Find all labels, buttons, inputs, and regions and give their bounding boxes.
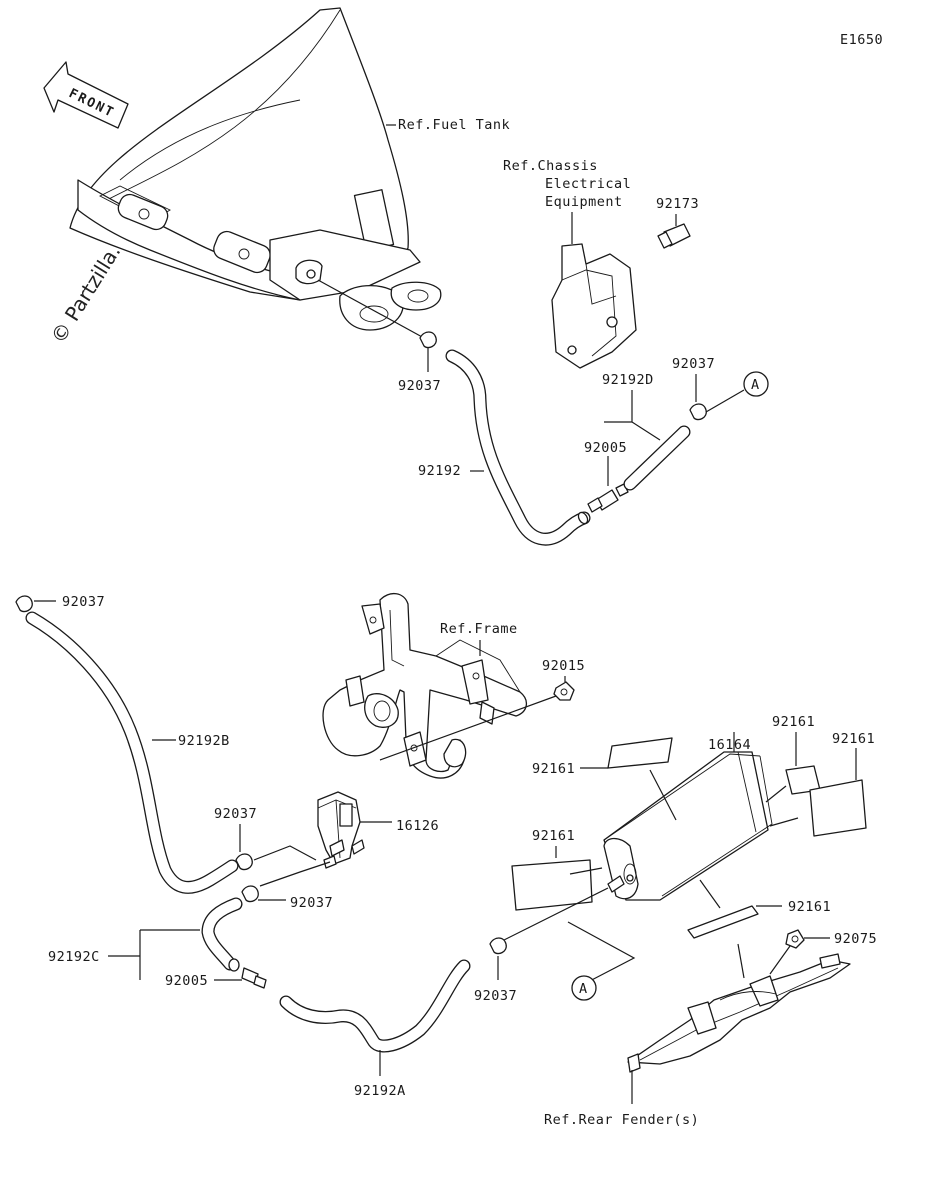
pad-92161-c <box>809 779 867 837</box>
ref-circle-a-bot: A <box>571 975 597 1001</box>
label-92192A: 92192A <box>354 1083 406 1099</box>
label-16126: 16126 <box>396 818 439 834</box>
ref-circle-a-top: A <box>743 371 769 397</box>
clip-92037-valve-top <box>235 853 253 871</box>
clip-92037-left <box>15 595 33 613</box>
label-92192: 92192 <box>418 463 461 479</box>
label-92161-e: 92161 <box>788 899 831 915</box>
label-92037-valve-top: 92037 <box>214 806 257 822</box>
ref-frame: Ref.Frame <box>440 621 518 637</box>
label-92005-top: 92005 <box>584 440 627 456</box>
hose-92192C <box>201 897 243 972</box>
diagram-code: E1650 <box>840 32 883 48</box>
fuel-tank-drawing <box>69 7 442 331</box>
frame-drawing <box>322 593 527 779</box>
hose-92192 <box>445 349 591 546</box>
ref-fuel-tank: Ref.Fuel Tank <box>398 117 510 133</box>
ref-rear-fender: Ref.Rear Fender(s) <box>544 1112 699 1128</box>
label-92037-valve-bot: 92037 <box>290 895 333 911</box>
label-92161-b: 92161 <box>772 714 815 730</box>
chassis-bracket-drawing <box>551 243 637 369</box>
ref-circle-a-top-label: A <box>751 377 760 393</box>
label-92192C: 92192C <box>48 949 100 965</box>
clip-92037-valve-bot <box>241 885 259 903</box>
label-92075: 92075 <box>834 931 877 947</box>
pad-92161-d <box>511 859 593 911</box>
label-92015: 92015 <box>542 658 585 674</box>
clip-92037-tank <box>419 331 437 349</box>
pad-92161-e <box>687 905 759 939</box>
bolt-92075 <box>785 929 805 949</box>
label-92161-d: 92161 <box>532 828 575 844</box>
label-92161-c: 92161 <box>832 731 875 747</box>
ref-chassis-line3: Equipment <box>545 194 623 210</box>
label-92037-canister: 92037 <box>474 988 517 1004</box>
label-92192D: 92192D <box>602 372 654 388</box>
label-92192B: 92192B <box>178 733 230 749</box>
label-92037-top: 92037 <box>672 356 715 372</box>
label-92161-a: 92161 <box>532 761 575 777</box>
bolt-92173 <box>657 223 691 249</box>
label-92037-left: 92037 <box>62 594 105 610</box>
label-92005-bot: 92005 <box>165 973 208 989</box>
label-92037-tank: 92037 <box>398 378 441 394</box>
joint-92005-top <box>587 483 629 513</box>
rear-fender-drawing <box>627 953 851 1073</box>
front-arrow-icon: FRONT <box>43 61 129 129</box>
label-92173: 92173 <box>656 196 699 212</box>
hose-92192B <box>25 611 239 894</box>
hose-92192A <box>279 959 471 1053</box>
clip-92037-top <box>689 403 707 421</box>
label-16164: 16164 <box>708 737 751 753</box>
joint-92005-bot <box>241 967 267 989</box>
ref-circle-a-bot-label: A <box>579 981 588 997</box>
hose-92192D <box>623 425 691 491</box>
valve-16126 <box>317 791 365 869</box>
canister-16164 <box>603 751 773 901</box>
ref-chassis-line1: Ref.Chassis <box>503 158 598 174</box>
ref-chassis-line2: Electrical <box>545 176 631 192</box>
pad-92161-a <box>607 737 673 769</box>
nut-92015 <box>553 681 575 701</box>
clip-92037-canister <box>489 937 507 955</box>
